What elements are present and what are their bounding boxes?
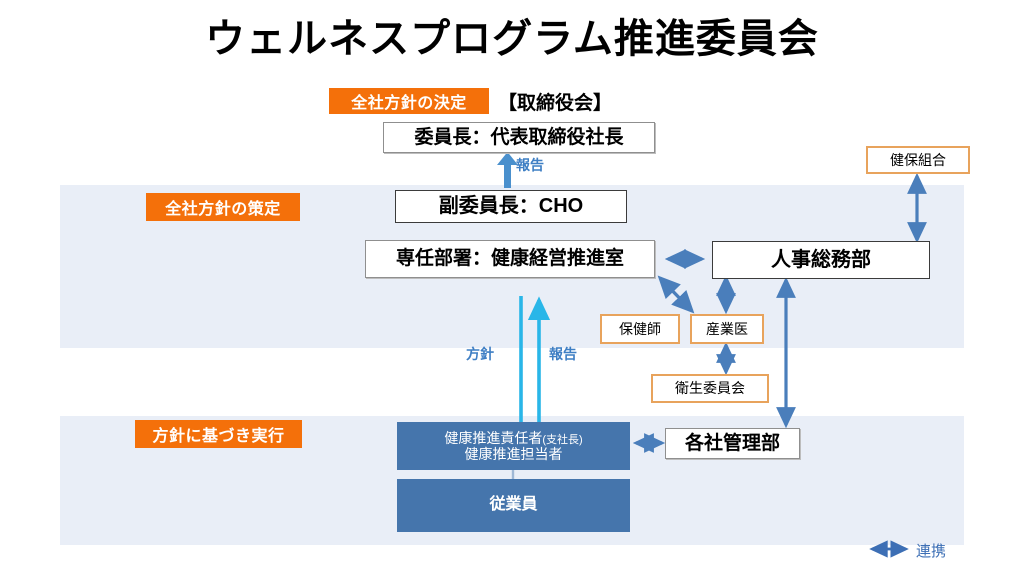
node-hr-general-affairs[interactable]: 人事総務部 xyxy=(712,241,930,279)
node-public-health-nurse[interactable]: 保健師 xyxy=(600,314,680,344)
node-company-admin-dept[interactable]: 各社管理部 xyxy=(665,428,800,459)
legend-label: 連携 xyxy=(916,543,947,560)
promotion-leader-role-sub: (支社長) xyxy=(542,433,583,446)
page-title: ウェルネスプログラム推進委員会 xyxy=(205,17,819,61)
arrow-label-policy: 方針 xyxy=(466,346,494,362)
badge-policy-decision: 全社方針の決定 xyxy=(329,88,489,114)
arrow-report-to-chair xyxy=(497,152,518,188)
arrow-label-report-top: 報告 xyxy=(516,157,544,173)
node-vice-chair[interactable]: 副委員長：CHO xyxy=(395,190,627,223)
promotion-leader-line1: 健康推進責任者(支社長) xyxy=(444,430,582,447)
node-occupational-physician[interactable]: 産業医 xyxy=(690,314,764,344)
node-health-insurance-union[interactable]: 健保組合 xyxy=(866,146,970,174)
board-label: 【取締役会】 xyxy=(498,92,613,114)
badge-policy-formulation: 全社方針の策定 xyxy=(146,193,300,221)
promotion-leader-line2: 健康推進担当者 xyxy=(464,446,563,463)
node-employees[interactable]: 従業員 xyxy=(397,479,630,532)
node-chair[interactable]: 委員長：代表取締役社長 xyxy=(383,122,655,153)
node-promotion-leaders[interactable]: 健康推進責任者(支社長) 健康推進担当者 xyxy=(397,422,630,470)
promotion-leader-role: 健康推進責任者 xyxy=(444,429,543,446)
arrow-label-report-bottom: 報告 xyxy=(549,346,577,362)
node-dedicated-dept[interactable]: 専任部署：健康経営推進室 xyxy=(365,240,655,278)
badge-execution: 方針に基づき実行 xyxy=(135,420,302,448)
node-health-safety-committee[interactable]: 衛生委員会 xyxy=(651,374,769,403)
